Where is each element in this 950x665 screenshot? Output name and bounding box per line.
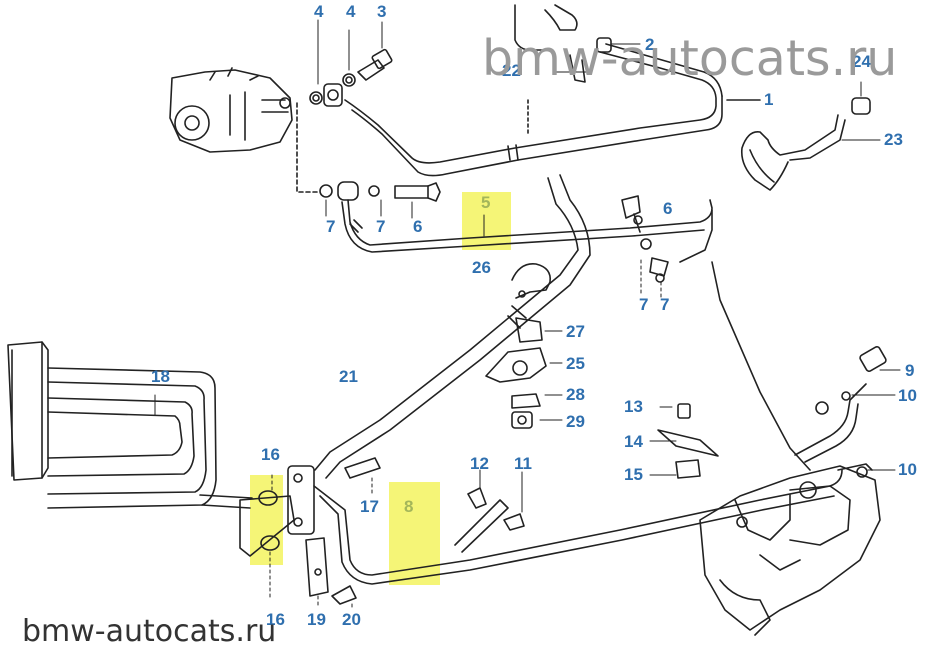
highlight-5 bbox=[462, 192, 511, 250]
hose-1-drawing bbox=[344, 43, 761, 177]
hose-8-drawing bbox=[313, 469, 843, 585]
callout-7a: 7 bbox=[326, 217, 336, 236]
pump-drawing bbox=[169, 67, 293, 153]
callout-17: 17 bbox=[360, 497, 379, 516]
callout-21: 21 bbox=[339, 367, 358, 386]
callout-24: 24 bbox=[852, 52, 871, 71]
callout-15: 15 bbox=[624, 465, 643, 484]
hose-9-10-drawing bbox=[711, 261, 901, 478]
hose-5-drawing bbox=[319, 181, 713, 301]
fittings-16-20-drawing bbox=[239, 457, 381, 609]
callout-14: 14 bbox=[624, 432, 643, 451]
callout-3: 3 bbox=[377, 2, 387, 21]
callout-7d: 7 bbox=[660, 295, 670, 314]
callout-5: 5 bbox=[481, 193, 491, 212]
fitting-3-4-drawing bbox=[296, 19, 393, 193]
callout-9: 9 bbox=[905, 361, 915, 380]
watermark-bottom: bmw-autocats.ru bbox=[22, 614, 277, 649]
callout-29: 29 bbox=[566, 412, 585, 431]
callout-2: 2 bbox=[645, 35, 655, 54]
callout-6a: 6 bbox=[663, 199, 673, 218]
cooler-18-drawing bbox=[7, 341, 253, 509]
callout-23: 23 bbox=[884, 130, 903, 149]
callout-13: 13 bbox=[624, 397, 643, 416]
callout-19: 19 bbox=[307, 610, 326, 629]
parts-13-15-drawing bbox=[649, 403, 719, 479]
watermark-top: bmw-autocats.ru bbox=[482, 30, 898, 87]
callout-27: 27 bbox=[566, 322, 585, 341]
callout-4b: 4 bbox=[346, 2, 356, 21]
callout-10a: 10 bbox=[898, 386, 917, 405]
callout-25: 25 bbox=[566, 354, 585, 373]
callout-7b: 7 bbox=[376, 217, 386, 236]
callout-6b: 6 bbox=[413, 217, 423, 236]
callout-28: 28 bbox=[566, 385, 585, 404]
callout-7c: 7 bbox=[639, 295, 649, 314]
callout-20: 20 bbox=[342, 610, 361, 629]
callout-4a: 4 bbox=[314, 2, 324, 21]
clamp-2-22-drawing bbox=[514, 4, 641, 136]
callout-10b: 10 bbox=[898, 460, 917, 479]
callout-11: 11 bbox=[514, 454, 532, 473]
clip-23-24-drawing bbox=[740, 81, 881, 191]
callout-22: 22 bbox=[502, 61, 521, 80]
callout-18: 18 bbox=[151, 367, 170, 386]
callout-16a: 16 bbox=[261, 445, 280, 464]
callout-26: 26 bbox=[472, 258, 491, 277]
callout-12: 12 bbox=[470, 454, 489, 473]
callout-8: 8 bbox=[404, 497, 414, 516]
steering-box-drawing bbox=[699, 463, 881, 636]
callout-1: 1 bbox=[764, 90, 774, 109]
mounts-25-29-drawing bbox=[485, 263, 563, 429]
callout-16b: 16 bbox=[266, 610, 285, 629]
hose-21-drawing bbox=[314, 174, 591, 479]
